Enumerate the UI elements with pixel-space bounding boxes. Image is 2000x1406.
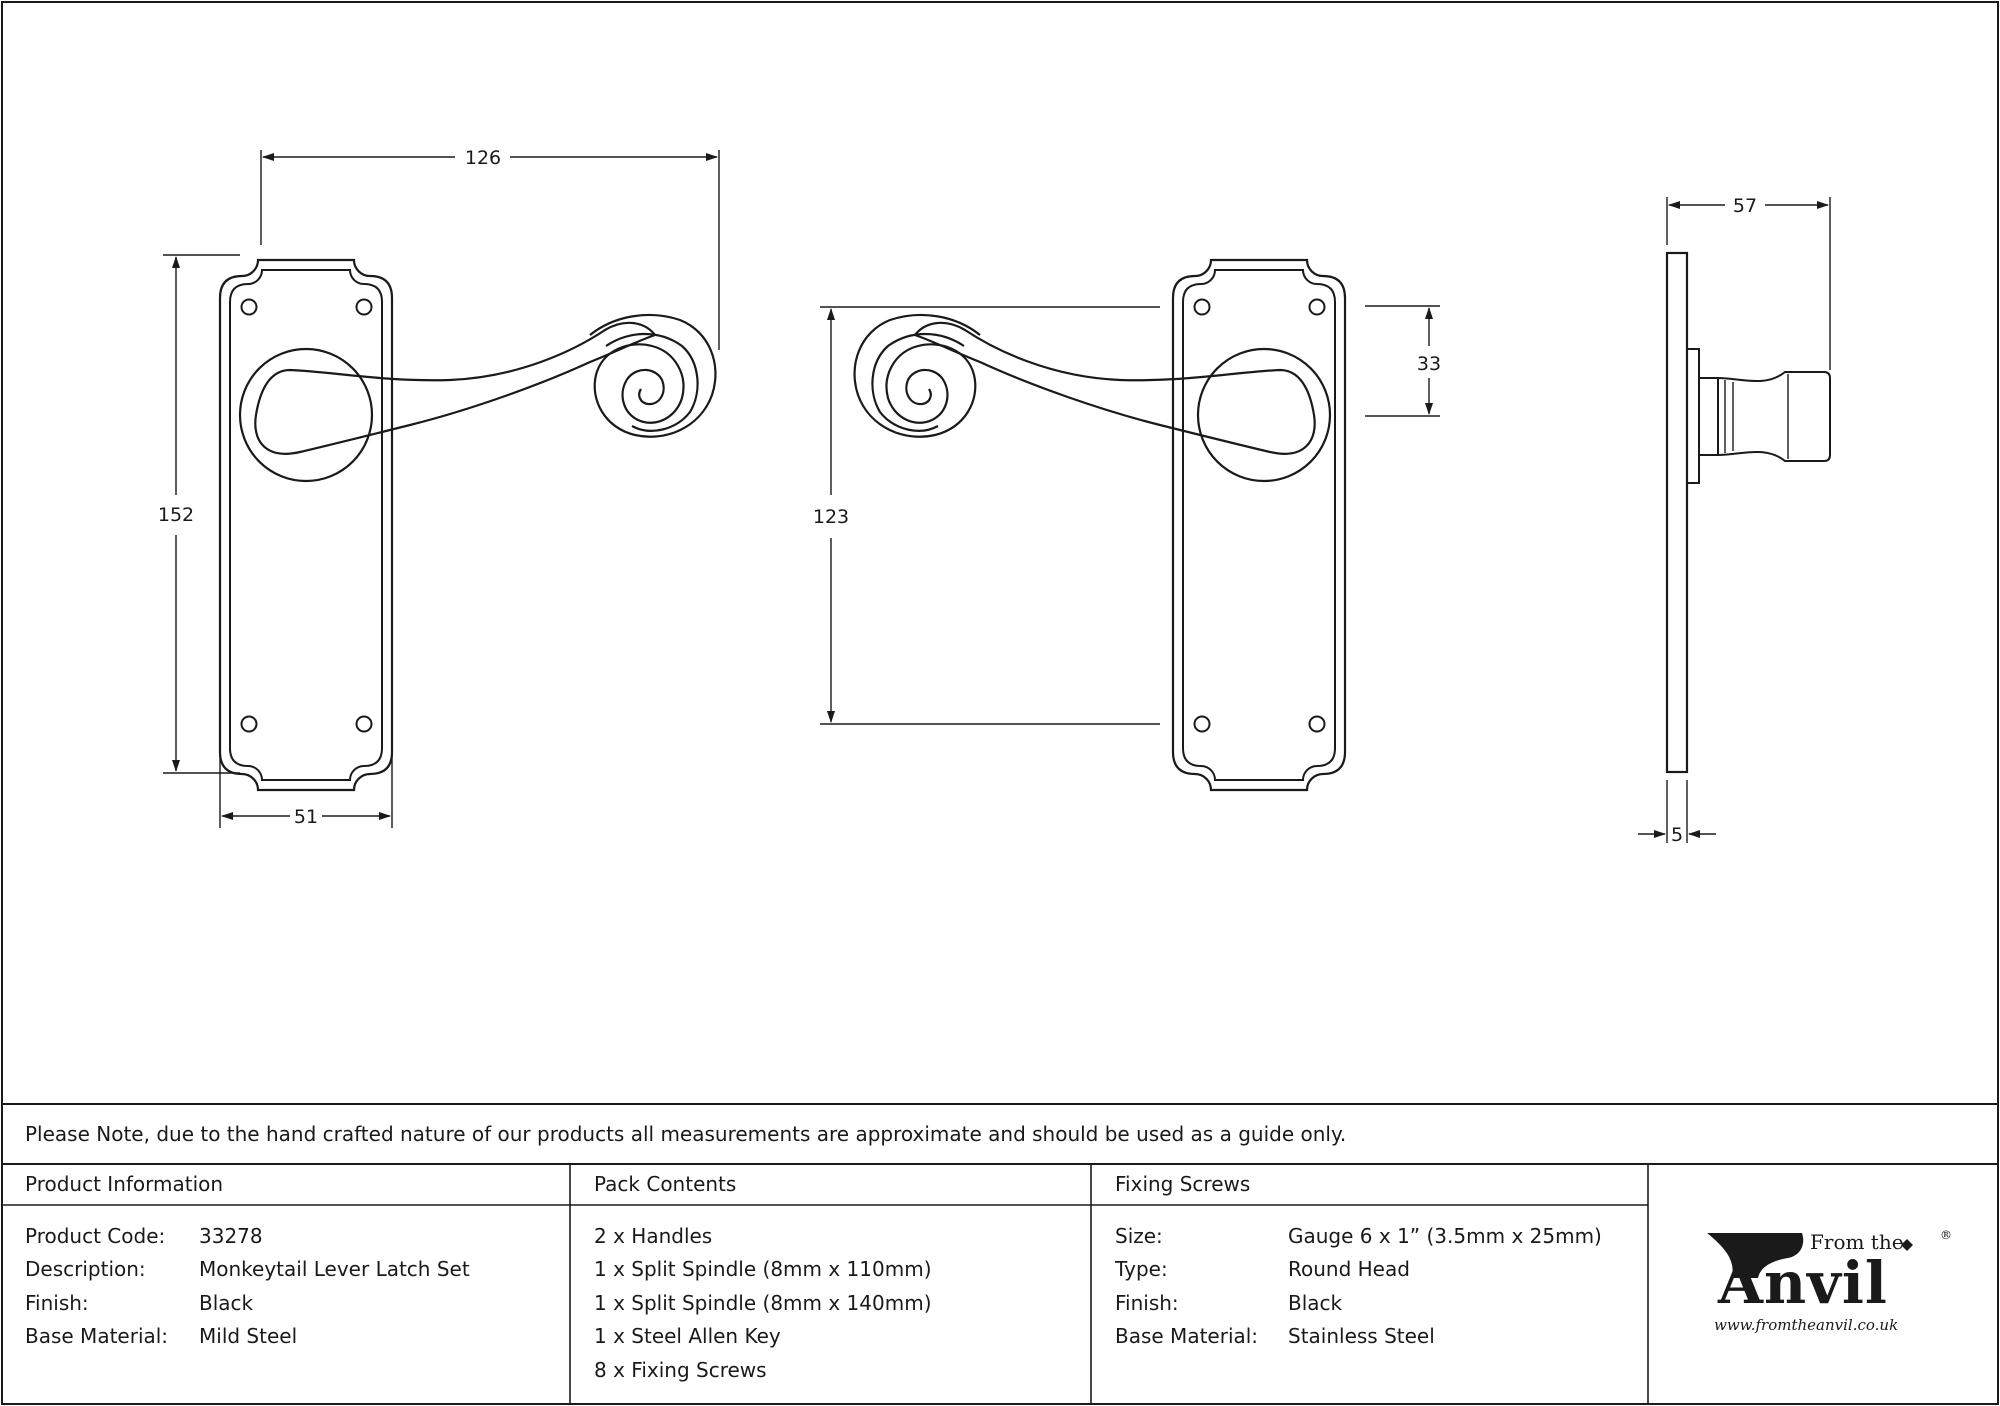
fixing-screws-value: Round Head <box>1288 1257 1410 1281</box>
back-rose <box>1196 347 1332 483</box>
product-info-value: Monkeytail Lever Latch Set <box>199 1257 470 1281</box>
front-screw-hole <box>355 715 373 733</box>
side-neck <box>1698 377 1719 456</box>
product-info-label: Base Material: <box>25 1324 169 1348</box>
front-backplate-outer <box>218 258 394 792</box>
anvil-silhouette-icon <box>1707 1233 1804 1278</box>
fixing-screws-label: Base Material: <box>1115 1324 1259 1348</box>
side-backplate <box>1665 251 1689 774</box>
side-rose-collar <box>1686 348 1700 484</box>
front-rose <box>238 347 374 483</box>
front-backplate-inner <box>229 269 383 781</box>
info-table-grid <box>2 1103 1998 1404</box>
dim-label-123: 123 <box>813 506 849 528</box>
logo-from-the: From the <box>1810 1230 1904 1254</box>
dim-label-152: 152 <box>158 504 194 526</box>
dim-label-51: 51 <box>294 806 318 828</box>
product-info-label: Finish: <box>25 1291 89 1315</box>
front-screw-hole <box>355 298 373 316</box>
product-info-value: Black <box>199 1291 254 1315</box>
front-screw-hole <box>240 715 258 733</box>
diamond-icon <box>1901 1239 1913 1251</box>
pack-contents-item: 1 x Split Spindle (8mm x 140mm) <box>594 1291 932 1315</box>
fixing-screws-value: Stainless Steel <box>1288 1324 1435 1348</box>
front-spiral <box>589 313 717 438</box>
dim-label-57: 57 <box>1733 195 1757 217</box>
product-info-value: Mild Steel <box>199 1324 298 1348</box>
front-lever <box>254 321 657 455</box>
disclaimer-note: Please Note, due to the hand crafted nat… <box>25 1122 1347 1146</box>
front-screw-hole <box>240 298 258 316</box>
product-info-label: Product Code: <box>25 1224 166 1248</box>
fixing-screws-label: Type: <box>1115 1257 1168 1281</box>
fixing-screws-label: Size: <box>1115 1224 1163 1248</box>
back-screw-hole <box>1308 715 1326 733</box>
back-spiral <box>853 313 981 438</box>
product-info-label: Description: <box>25 1257 146 1281</box>
side-lever-profile <box>1717 371 1831 462</box>
fixing-screws-value: Gauge 6 x 1” (3.5mm x 25mm) <box>1288 1224 1602 1248</box>
back-lever <box>913 321 1316 455</box>
product-info-heading: Product Information <box>25 1172 224 1196</box>
anvil-logo-mark <box>1707 1233 1913 1278</box>
product-info-value: 33278 <box>199 1224 263 1248</box>
logo-anvil-wordmark: Anvil <box>1718 1249 1888 1317</box>
dim-label-126: 126 <box>465 147 501 169</box>
fixing-screws-value: Black <box>1288 1291 1343 1315</box>
pack-contents-item: 1 x Split Spindle (8mm x 110mm) <box>594 1257 932 1281</box>
logo-website: www.fromtheanvil.co.uk <box>1714 1316 1899 1334</box>
front-view: 126 152 51 <box>158 147 720 828</box>
back-view: 123 33 <box>813 258 1441 792</box>
back-screw-hole <box>1308 298 1326 316</box>
back-backplate-inner <box>1182 269 1336 781</box>
fixing-screws-label: Finish: <box>1115 1291 1179 1315</box>
logo-registered-mark: ® <box>1940 1228 1952 1242</box>
back-screw-hole <box>1193 715 1211 733</box>
back-backplate-outer <box>1171 258 1347 792</box>
pack-contents-item: 8 x Fixing Screws <box>594 1358 767 1382</box>
back-screw-hole <box>1193 298 1211 316</box>
dim-label-33: 33 <box>1417 353 1441 375</box>
fixing-screws-heading: Fixing Screws <box>1115 1172 1251 1196</box>
dim-label-5: 5 <box>1671 824 1683 846</box>
side-view: 57 5 <box>1638 195 1831 846</box>
pack-contents-heading: Pack Contents <box>594 1172 737 1196</box>
pack-contents-item: 1 x Steel Allen Key <box>594 1324 781 1348</box>
pack-contents-item: 2 x Handles <box>594 1224 713 1248</box>
